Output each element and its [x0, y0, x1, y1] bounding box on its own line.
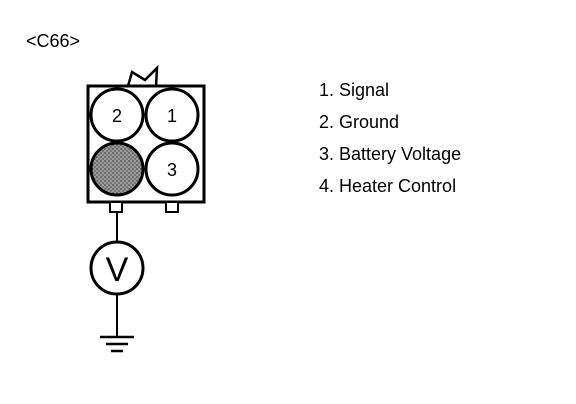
pin-2-number: 2 [112, 106, 122, 126]
legend-item-signal: 1. Signal [319, 80, 390, 100]
terminal-tab-right [165, 201, 179, 213]
legend-item-heater-control: 4. Heater Control [319, 176, 457, 196]
connector-lock-tab [126, 64, 159, 87]
pin-3-cavity [144, 141, 200, 197]
ground-icon [100, 335, 134, 353]
pin-4-cavity [89, 141, 145, 197]
pin-3-number: 3 [167, 160, 177, 180]
pin-1-cavity [144, 87, 200, 143]
legend-item-battery-voltage: 3. Battery Voltage [319, 144, 462, 164]
voltmeter-symbol: V [106, 251, 129, 289]
terminal-tab-left [109, 201, 123, 213]
pin-legend: 1. Signal 2. Ground 3. Battery Voltage 4… [319, 78, 461, 206]
legend-item-ground: 2. Ground [319, 112, 400, 132]
pin-1-number: 1 [167, 106, 177, 126]
pin-2-cavity [89, 87, 145, 143]
connector-label: <C66> [26, 31, 81, 51]
